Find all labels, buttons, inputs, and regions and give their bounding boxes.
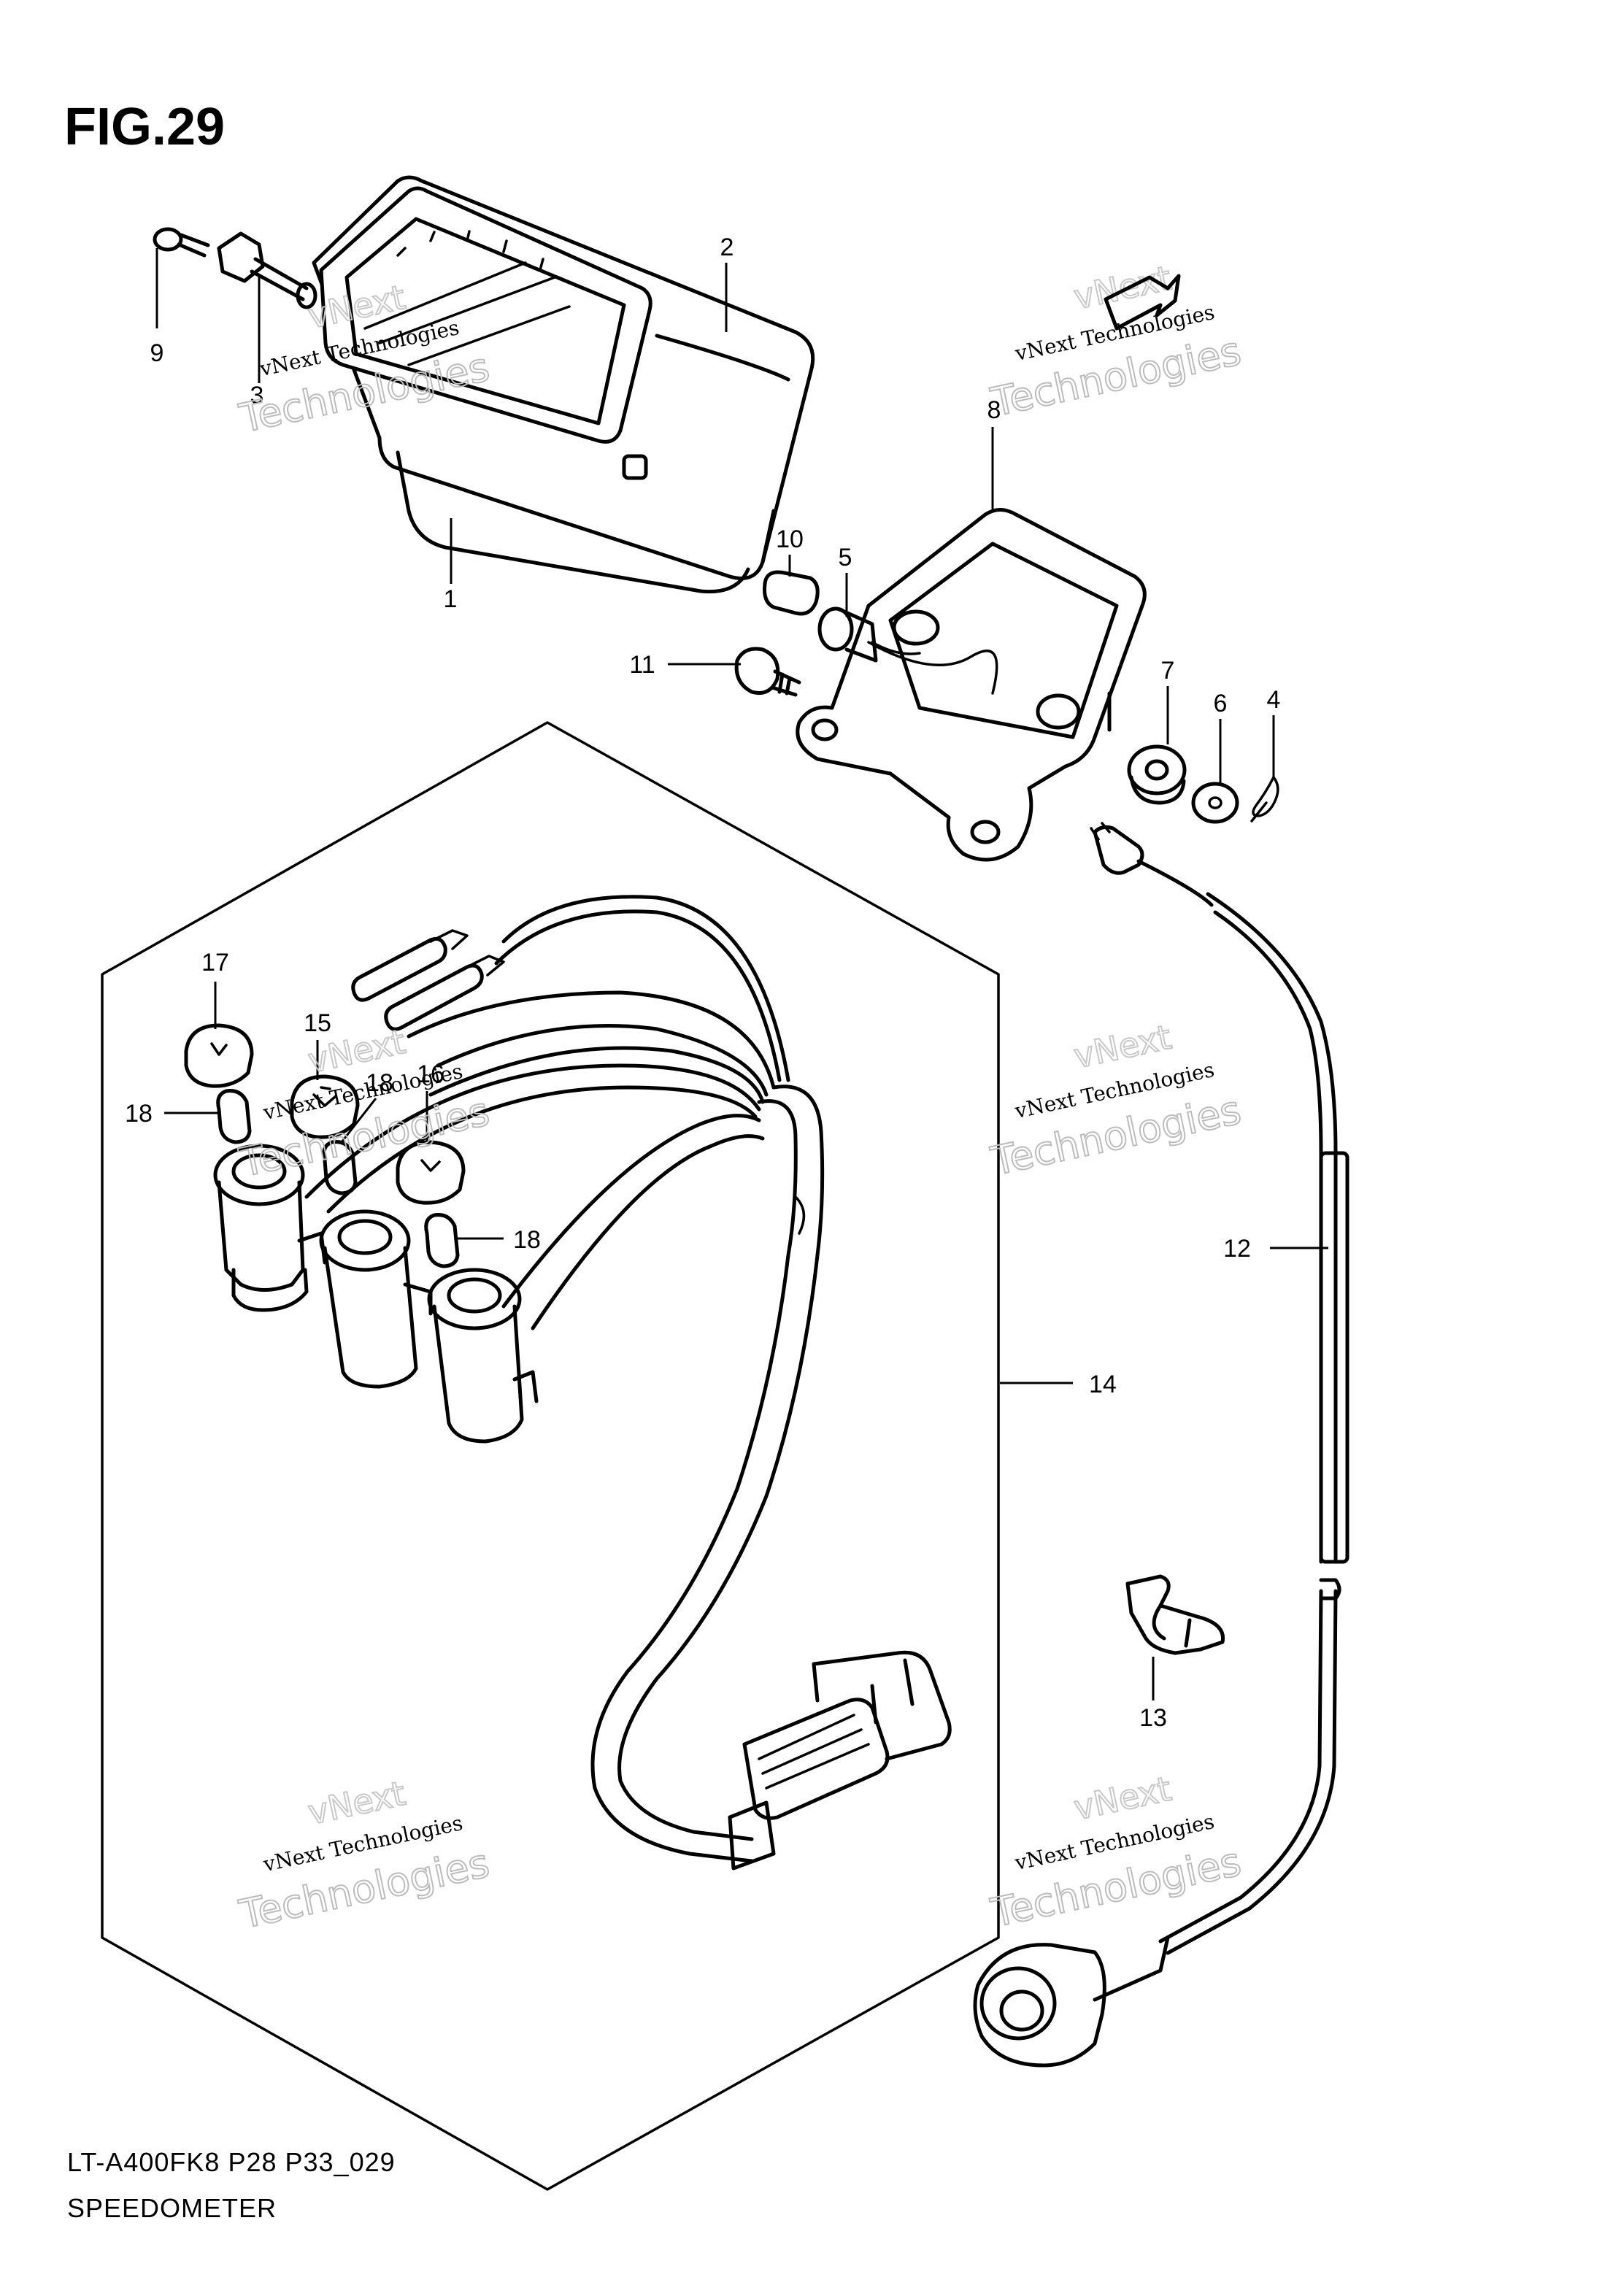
model-code: LT-A400FK8 P28 P33_029 bbox=[67, 2147, 396, 2177]
callout-2: 2 bbox=[720, 234, 734, 261]
socket-middle bbox=[319, 1209, 433, 1389]
callout-18-left: 18 bbox=[125, 1100, 153, 1128]
callout-17: 17 bbox=[201, 949, 229, 976]
callout-18-middle: 18 bbox=[366, 1069, 393, 1097]
callout-12: 12 bbox=[1223, 1235, 1251, 1263]
watermark-vnext: vNext bbox=[304, 1773, 409, 1833]
screw-11 bbox=[734, 647, 801, 697]
speedometer-head bbox=[312, 175, 815, 594]
callout-9: 9 bbox=[150, 339, 164, 367]
front-direction-arrow bbox=[1104, 274, 1181, 331]
cap-16 bbox=[396, 1140, 466, 1205]
socket-5 bbox=[817, 606, 921, 663]
harness-group-outline bbox=[101, 721, 1000, 2191]
harness-connector bbox=[728, 1650, 952, 1871]
speedometer-cable bbox=[973, 822, 1349, 2068]
callout-13: 13 bbox=[1139, 1704, 1167, 1732]
watermark-top-right: vNext vNext Technologies Technologies bbox=[986, 258, 1245, 426]
callout-6: 6 bbox=[1214, 690, 1228, 717]
washer-6 bbox=[1191, 782, 1239, 824]
callout-11: 11 bbox=[629, 651, 655, 679]
socket-right bbox=[427, 1268, 539, 1444]
callout-18-right: 18 bbox=[513, 1226, 541, 1254]
watermark-bottom-left: vNext vNext Technologies Technologies bbox=[235, 1773, 494, 1938]
grommet-7 bbox=[1127, 744, 1187, 805]
leader-lines bbox=[155, 248, 1328, 1700]
cap-17 bbox=[184, 1023, 254, 1088]
callout-14: 14 bbox=[1089, 1371, 1117, 1398]
bulb-10 bbox=[763, 570, 820, 616]
callout-3: 3 bbox=[250, 382, 264, 409]
figure-title: FIG.29 bbox=[64, 98, 225, 156]
screw-and-gear bbox=[153, 227, 317, 309]
watermark-vnext: vNext bbox=[1071, 1769, 1175, 1828]
watermark-middle-right: vNext vNext Technologies Technologies bbox=[986, 1017, 1245, 1185]
callout-16: 16 bbox=[417, 1060, 444, 1088]
meter-bracket bbox=[796, 508, 1147, 862]
callout-numbers: 9 3 1 2 10 5 11 8 7 6 4 12 13 14 17 15 1… bbox=[125, 234, 1280, 1732]
callout-5: 5 bbox=[839, 544, 852, 571]
section-name: SPEEDOMETER bbox=[67, 2193, 277, 2223]
callout-8: 8 bbox=[987, 396, 1001, 424]
watermark-middle-left: vNext vNext Technologies Technologies bbox=[235, 1021, 494, 1187]
callout-10: 10 bbox=[776, 525, 804, 553]
clamp-13 bbox=[1125, 1574, 1225, 1655]
watermark-vnext: vNext bbox=[1071, 1017, 1175, 1076]
wiring-harness bbox=[184, 895, 952, 1871]
watermark-bottom-right: vNext vNext Technologies Technologies bbox=[986, 1768, 1245, 1937]
cap-15 bbox=[290, 1074, 360, 1139]
callout-1: 1 bbox=[444, 585, 458, 613]
callout-4: 4 bbox=[1267, 686, 1281, 714]
callout-7: 7 bbox=[1161, 657, 1175, 685]
clip-pin-4 bbox=[1250, 776, 1279, 823]
callout-15: 15 bbox=[304, 1009, 331, 1037]
